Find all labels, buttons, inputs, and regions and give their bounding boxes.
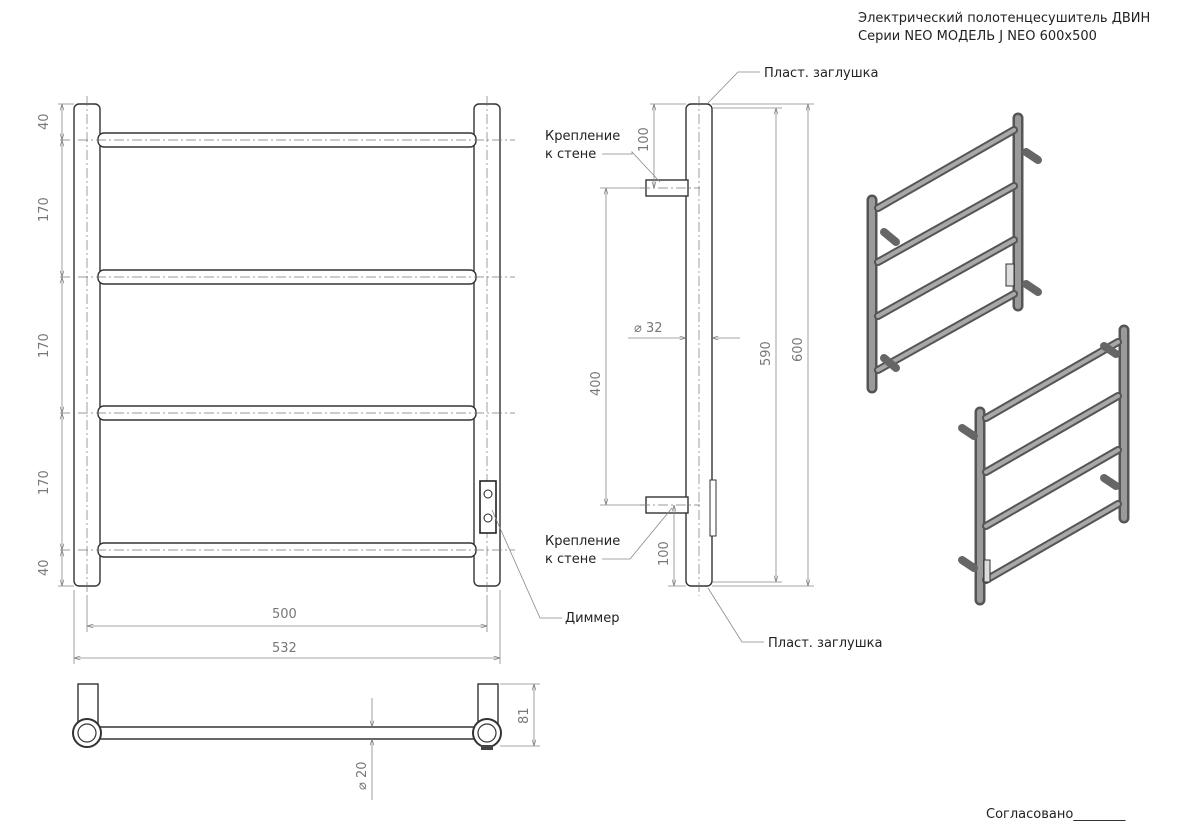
side-view: Пласт. заглушка Пласт. заглушка Креплени… [545,66,882,651]
dim-height-inner: 590 [759,341,774,366]
cap-top-label: Пласт. заглушка [764,66,878,81]
mount-bottom-label-1: Крепление [545,534,620,549]
dimmer-box [479,480,497,534]
title-line-1: Электрический полотенцесушитель ДВИН [858,11,1150,26]
mount-top-label-2: к стене [545,147,596,162]
dim-170-a: 170 [37,197,52,222]
front-view: Диммер 40 170 170 170 40 500 532 [37,96,619,664]
dim-inner-width: 500 [272,607,297,622]
dim-height-outer: 600 [791,337,806,362]
dim-170-c: 170 [37,470,52,495]
top-view: 81 ⌀ 20 [72,683,540,800]
top-rail [87,726,489,740]
dim-outer-width: 532 [272,641,297,656]
mount-bottom-label-2: к стене [545,552,596,567]
dim-170-b: 170 [37,333,52,358]
iso-view-1 [866,112,1042,394]
top-left-post [77,683,99,725]
dim-top-offset: 100 [637,127,652,152]
dim-tube-diameter: ⌀ 32 [634,321,663,336]
title-line-2: Серии NEO МОДЕЛЬ J NEO 600x500 [858,29,1097,44]
dim-top-40: 40 [37,113,52,130]
dim-mount-spacing: 400 [589,371,604,396]
top-right-post [477,683,499,725]
mount-top-label-1: Крепление [545,129,620,144]
dim-depth: 81 [517,707,532,724]
dim-rail-diameter: ⌀ 20 [355,761,370,790]
dimmer-label: Диммер [565,611,619,626]
dim-bottom-offset: 100 [657,541,672,566]
iso-view-2 [958,324,1130,606]
cap-bottom-label: Пласт. заглушка [768,636,882,651]
approval-label: Согласовано________ [986,807,1126,822]
dim-bottom-40: 40 [37,559,52,576]
